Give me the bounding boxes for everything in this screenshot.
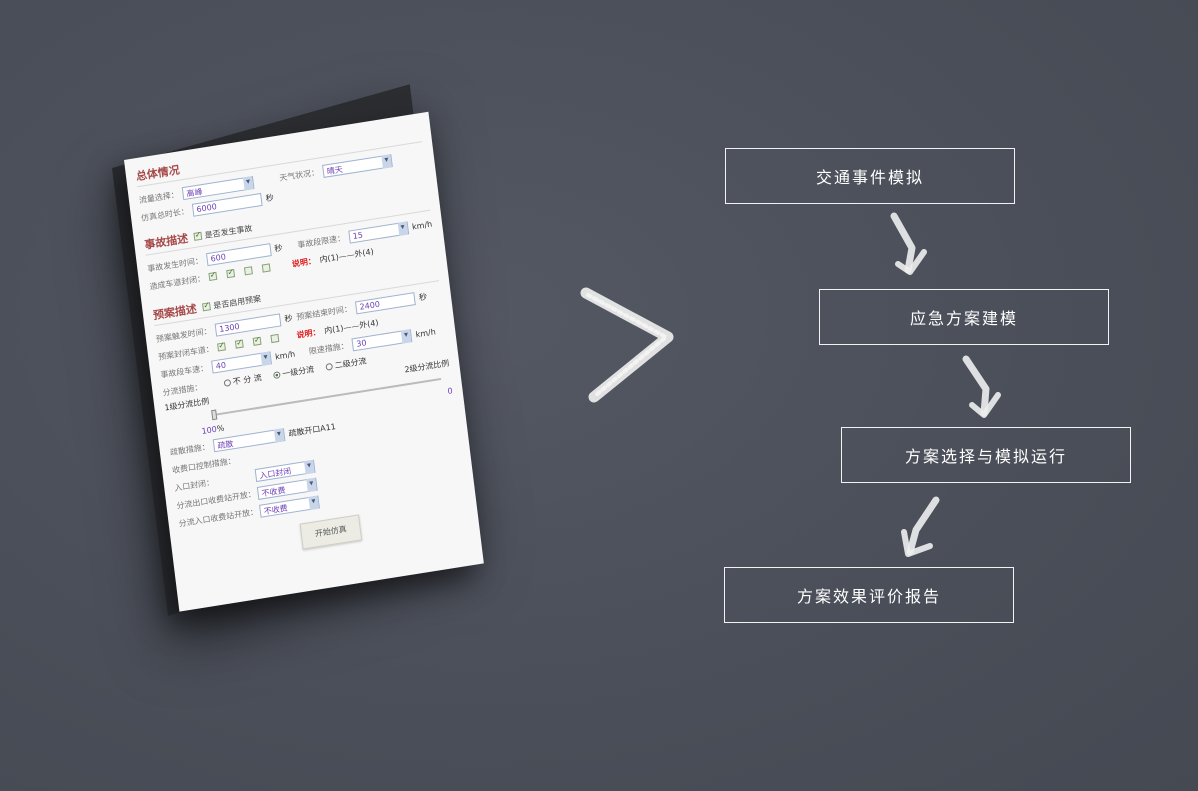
flow-step-4: 方案效果评价报告 xyxy=(724,567,1014,623)
divert-option-level2-label: 二级分流 xyxy=(334,355,367,370)
start-simulation-button[interactable]: 开始仿真 xyxy=(299,514,363,550)
slider-left-unit: % xyxy=(216,423,225,434)
limit-unit: km/h xyxy=(415,326,437,339)
accident-speed-unit: km/h xyxy=(411,219,433,232)
flow-step-1: 交通事件模拟 xyxy=(725,148,1015,204)
accident-checkbox[interactable]: 是否发生事故 xyxy=(193,222,253,242)
checkbox-icon xyxy=(202,302,211,312)
plan-lane-3-checkbox[interactable] xyxy=(252,336,262,346)
plan-lane-1-checkbox[interactable] xyxy=(217,342,226,352)
flow-step-3-label: 方案选择与模拟运行 xyxy=(904,447,1067,466)
slider-thumb[interactable] xyxy=(211,409,218,421)
lane-2-checkbox[interactable] xyxy=(226,269,236,279)
section-title-plan-text: 预案描述 xyxy=(152,302,198,323)
duration-unit: 秒 xyxy=(265,192,275,203)
flow-step-3: 方案选择与模拟运行 xyxy=(841,427,1131,483)
slider-left-value: 100 xyxy=(201,424,218,436)
plan-end-unit: 秒 xyxy=(418,291,428,302)
lane-1-checkbox[interactable] xyxy=(208,271,218,282)
plan-checkbox-label: 是否启用预案 xyxy=(212,293,262,311)
section-title-general-text: 总体情况 xyxy=(135,163,181,184)
checkbox-icon xyxy=(193,231,203,241)
divert-option-none-label: 不 分 流 xyxy=(232,372,263,387)
radio-icon xyxy=(272,370,281,379)
slider-right-value: 0 xyxy=(446,385,454,396)
radio-icon xyxy=(223,378,232,387)
arrow-down-icon xyxy=(962,355,1001,418)
lane-3-checkbox[interactable] xyxy=(243,266,253,276)
section-title-accident-text: 事故描述 xyxy=(143,231,189,252)
accident-note-text: 内(1)——外(4) xyxy=(319,246,375,265)
radio-icon xyxy=(325,362,334,371)
plan-checkbox[interactable]: 是否启用预案 xyxy=(202,293,262,313)
accident-checkbox-label: 是否发生事故 xyxy=(204,223,253,240)
arrow-down-left-icon xyxy=(901,496,940,557)
plan-trigger-unit: 秒 xyxy=(283,313,293,324)
accident-note-label: 说明： xyxy=(291,255,317,269)
simulation-settings-panel: 总体情况 流量选择： 高峰 天气状况： 晴天 仿真总时长： 6000 秒 事故描… xyxy=(124,111,484,612)
flow-step-2: 应急方案建模 xyxy=(819,289,1109,345)
plan-lane-2-checkbox[interactable] xyxy=(234,339,244,349)
chevron-right-icon xyxy=(580,287,674,403)
duration-label: 仿真总时长： xyxy=(140,206,190,223)
flow-step-2-label: 应急方案建模 xyxy=(909,309,1018,328)
accident-section-speed-unit: km/h xyxy=(274,349,296,362)
arrow-down-icon xyxy=(890,212,927,275)
flow-step-1-label: 交通事件模拟 xyxy=(815,168,924,187)
accident-lanes-label: 造成车道封闭： xyxy=(149,273,206,291)
divert-option-level1-label: 一级分流 xyxy=(281,364,315,379)
accident-time-unit: 秒 xyxy=(273,242,283,253)
plan-lane-4-checkbox[interactable] xyxy=(270,333,280,344)
flow-step-4-label: 方案效果评价报告 xyxy=(796,587,941,606)
lane-4-checkbox[interactable] xyxy=(261,263,271,273)
plan-note-label: 说明： xyxy=(296,326,321,340)
